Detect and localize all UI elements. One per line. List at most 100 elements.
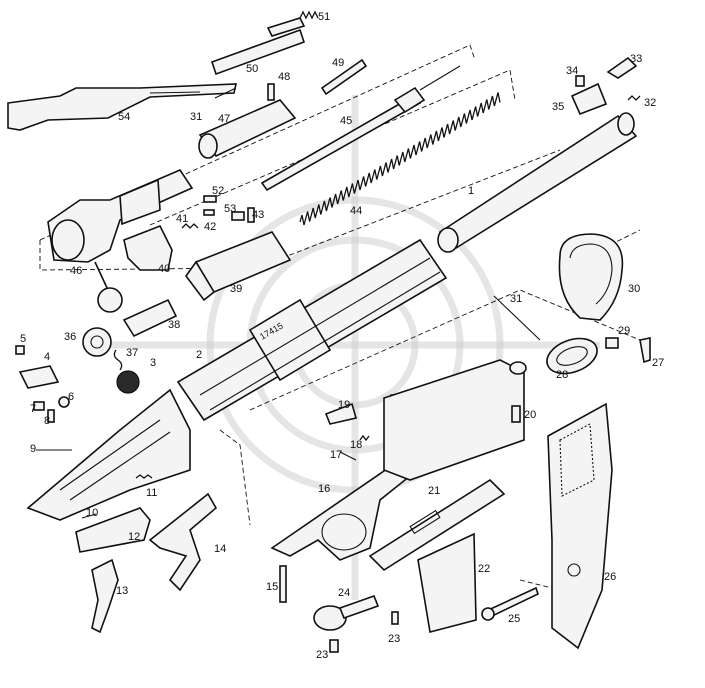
part-label-p9: 9 bbox=[30, 443, 36, 455]
part-label-p27: 27 bbox=[652, 357, 664, 369]
part-label-p7: 7 bbox=[30, 403, 36, 415]
part-label-p43: 43 bbox=[252, 209, 264, 221]
part-label-p5: 5 bbox=[20, 333, 26, 345]
part-45-firing-pin bbox=[260, 65, 461, 192]
part-15-screw bbox=[279, 565, 287, 603]
part-12-trigger-housing bbox=[75, 507, 151, 553]
part-14-sear-lever bbox=[148, 492, 218, 592]
part-26-buttplate bbox=[547, 402, 613, 650]
part-label-p50: 50 bbox=[246, 63, 258, 75]
part-31-cleaning-rod bbox=[493, 295, 541, 341]
part-label-p54: 54 bbox=[118, 111, 130, 123]
part-label-p10: 10 bbox=[86, 507, 98, 519]
small-parts-cluster bbox=[181, 195, 255, 229]
part-31-pin bbox=[214, 87, 237, 99]
part-44-mainspring bbox=[299, 92, 501, 226]
small-parts-17-18-19 bbox=[324, 402, 370, 461]
part-47-bolt-sleeve bbox=[198, 99, 297, 159]
part-number-labels: 1234567891011121314151617181920212223232… bbox=[20, 11, 664, 661]
part-label-p33: 33 bbox=[630, 53, 642, 65]
part-36-gear bbox=[82, 327, 112, 357]
part-label-p28: 28 bbox=[556, 369, 568, 381]
part-label-p26: 26 bbox=[604, 571, 616, 583]
left-small-parts bbox=[15, 345, 72, 451]
part-22-follower bbox=[417, 532, 477, 633]
part-label-p16: 16 bbox=[318, 483, 330, 495]
part-label-p39: 39 bbox=[230, 283, 242, 295]
part-label-p31a: 31 bbox=[510, 293, 522, 305]
part-label-p30: 30 bbox=[628, 283, 640, 295]
part-label-p24: 24 bbox=[338, 587, 350, 599]
part-3-knob bbox=[116, 370, 140, 394]
part-11-spring bbox=[135, 474, 153, 479]
part-label-p25: 25 bbox=[508, 613, 520, 625]
part-label-p23a: 23 bbox=[316, 649, 328, 661]
part-2-receiver bbox=[176, 238, 448, 422]
part-label-p35: 35 bbox=[552, 101, 564, 113]
part-label-p34: 34 bbox=[566, 65, 578, 77]
part-magazine-box bbox=[383, 359, 527, 481]
part-10-pin bbox=[81, 513, 97, 519]
part-50-cover bbox=[210, 17, 306, 76]
part-label-p11: 11 bbox=[146, 487, 157, 499]
part-label-p17: 17 bbox=[330, 449, 342, 461]
part-label-p46: 46 bbox=[70, 265, 82, 277]
part-label-p31b: 31 bbox=[190, 111, 202, 123]
part-21-floor-plate bbox=[368, 478, 506, 572]
part-label-p40: 40 bbox=[158, 263, 170, 275]
part-27-screw bbox=[639, 337, 651, 364]
part-label-p1: 1 bbox=[468, 185, 474, 197]
part-label-p36: 36 bbox=[64, 331, 76, 343]
part-label-p22: 22 bbox=[478, 563, 490, 575]
part-label-p14: 14 bbox=[214, 543, 226, 555]
part-29-screw bbox=[605, 337, 619, 349]
part-label-p4: 4 bbox=[44, 351, 50, 363]
part-label-p32: 32 bbox=[644, 97, 656, 109]
part-label-p12: 12 bbox=[128, 531, 140, 543]
part-30-barrel-band bbox=[558, 233, 624, 321]
front-sight-parts bbox=[570, 56, 641, 116]
part-24-swivel bbox=[313, 594, 380, 631]
part-label-p37: 37 bbox=[126, 347, 138, 359]
part-1-barrel bbox=[437, 112, 638, 253]
part-label-p8: 8 bbox=[44, 415, 50, 427]
part-label-p2: 2 bbox=[196, 349, 202, 361]
part-label-p13: 13 bbox=[116, 585, 128, 597]
part-label-p51: 51 bbox=[318, 11, 330, 23]
part-label-p18: 18 bbox=[350, 439, 362, 451]
part-label-p38: 38 bbox=[168, 319, 180, 331]
part-23-screws bbox=[329, 611, 399, 653]
part-label-p19: 19 bbox=[338, 399, 350, 411]
part-38-sear bbox=[122, 298, 178, 338]
part-label-p21: 21 bbox=[428, 485, 440, 497]
part-28-sling-swivel bbox=[546, 337, 598, 375]
part-40-safety bbox=[123, 224, 173, 271]
part-label-p45: 45 bbox=[340, 115, 352, 127]
part-label-p49: 49 bbox=[332, 57, 344, 69]
part-label-p41: 41 bbox=[176, 213, 188, 225]
part-48-pin bbox=[267, 83, 275, 101]
part-37-spring bbox=[113, 349, 123, 371]
part-39-cocking-piece bbox=[185, 231, 292, 302]
part-54-stock-piece bbox=[7, 83, 238, 131]
part-25-wood-screw bbox=[481, 586, 539, 621]
part-label-p44: 44 bbox=[350, 205, 362, 217]
part-label-p42: 42 bbox=[204, 221, 216, 233]
part-49-extractor bbox=[320, 58, 368, 96]
part-label-p15: 15 bbox=[266, 581, 278, 593]
part-label-p20: 20 bbox=[524, 409, 536, 421]
part-label-p23b: 23 bbox=[388, 633, 400, 645]
part-20-screw bbox=[511, 405, 521, 423]
part-label-p52: 52 bbox=[212, 185, 224, 197]
part-label-p48: 48 bbox=[278, 71, 290, 83]
part-label-p53: 53 bbox=[224, 203, 236, 215]
part-label-p3: 3 bbox=[150, 357, 156, 369]
part-receiver-tang bbox=[26, 388, 191, 521]
part-46-bolt bbox=[47, 169, 194, 313]
part-label-p29: 29 bbox=[618, 325, 630, 337]
part-51-spring bbox=[299, 10, 319, 20]
part-13-trigger bbox=[91, 558, 119, 634]
part-label-p47: 47 bbox=[218, 113, 230, 125]
part-label-p6: 6 bbox=[68, 391, 74, 403]
